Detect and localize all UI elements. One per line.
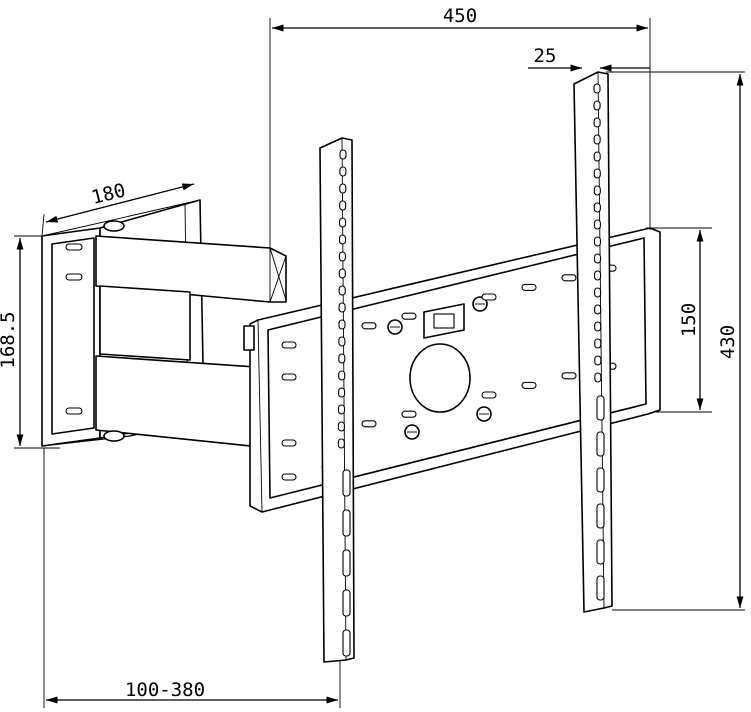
plate-slot bbox=[281, 341, 297, 349]
rail-hole bbox=[337, 421, 345, 432]
rail-hole bbox=[594, 338, 602, 349]
plate-slot bbox=[401, 312, 417, 320]
rail-hole bbox=[594, 321, 602, 332]
rail-hole bbox=[593, 134, 601, 145]
plate-slot bbox=[401, 410, 417, 418]
rail-hole bbox=[593, 185, 601, 196]
rail-hole bbox=[593, 236, 602, 247]
rail-hole bbox=[594, 287, 602, 298]
rail-hole bbox=[593, 100, 601, 111]
label-extension: 100-380 bbox=[125, 679, 205, 701]
plate-slot bbox=[281, 473, 297, 481]
vertical-rail-right bbox=[573, 71, 613, 613]
rail-hole bbox=[593, 151, 601, 162]
rail-slot bbox=[596, 431, 605, 457]
plate-slot bbox=[281, 373, 297, 381]
rail-hole bbox=[593, 202, 601, 213]
plate-slot bbox=[561, 274, 577, 282]
plate-slot bbox=[361, 322, 377, 330]
plate-slot bbox=[361, 420, 377, 428]
rail-hole bbox=[594, 304, 602, 315]
rail-hole bbox=[338, 353, 346, 364]
rail-hole bbox=[593, 168, 601, 179]
rail-hole bbox=[337, 404, 346, 415]
rail-hole bbox=[593, 219, 601, 230]
label-rail-height: 430 bbox=[717, 325, 739, 359]
rail-slot bbox=[596, 539, 605, 565]
rail-hole bbox=[594, 355, 602, 366]
label-vesa-height: 150 bbox=[678, 303, 700, 337]
rail-slot bbox=[596, 503, 605, 529]
rail-slot bbox=[342, 589, 351, 617]
plate-slot bbox=[281, 439, 297, 447]
rail-slot bbox=[596, 575, 605, 601]
rail-slot bbox=[342, 469, 351, 497]
label-wall-plate-height: 168.5 bbox=[0, 311, 19, 368]
dim-wall-plate-height: 168.5 bbox=[0, 235, 60, 449]
label-rail-width: 25 bbox=[534, 45, 557, 67]
rail-slot bbox=[596, 467, 605, 493]
plate-slot bbox=[481, 391, 497, 399]
dim-vesa-height: 150 bbox=[646, 227, 712, 413]
rail-hole bbox=[593, 83, 601, 94]
label-vesa-width: 450 bbox=[443, 5, 477, 27]
rail-hole bbox=[338, 251, 346, 262]
dim-rail-height: 430 bbox=[606, 71, 745, 611]
rail-slot bbox=[342, 509, 351, 537]
dim-extension: 100-380 bbox=[43, 448, 341, 708]
rail-hole bbox=[338, 268, 346, 279]
label-arm-length: 180 bbox=[89, 179, 128, 209]
rail-hole bbox=[593, 117, 601, 128]
rail-hole bbox=[337, 438, 345, 449]
rail-hole bbox=[338, 234, 347, 245]
plate-slot bbox=[521, 283, 537, 291]
rail-hole bbox=[339, 217, 347, 228]
rail-hole bbox=[339, 149, 347, 160]
swing-arm bbox=[95, 220, 287, 449]
rail-slot bbox=[342, 629, 351, 657]
rail-hole bbox=[339, 183, 347, 194]
rail-hole bbox=[338, 302, 346, 313]
rail-hole bbox=[338, 336, 346, 347]
dim-rail-width: 25 bbox=[528, 45, 650, 72]
rail-hole bbox=[338, 370, 346, 381]
rail-hole bbox=[338, 387, 346, 398]
plate-slot bbox=[561, 372, 577, 380]
rail-hole bbox=[593, 253, 602, 264]
rail-slot bbox=[596, 395, 605, 421]
plate-slot bbox=[521, 381, 537, 389]
rail-hole bbox=[339, 166, 347, 177]
rail-hole bbox=[338, 285, 346, 296]
dim-vesa-width: 450 bbox=[269, 5, 651, 250]
rail-hole bbox=[593, 270, 602, 281]
vertical-rail-left bbox=[319, 137, 355, 663]
plate-slot bbox=[481, 293, 497, 301]
rail-slot bbox=[342, 549, 351, 577]
rail-hole bbox=[338, 319, 346, 330]
rail-hole bbox=[594, 372, 602, 383]
rail-hole bbox=[339, 200, 347, 211]
